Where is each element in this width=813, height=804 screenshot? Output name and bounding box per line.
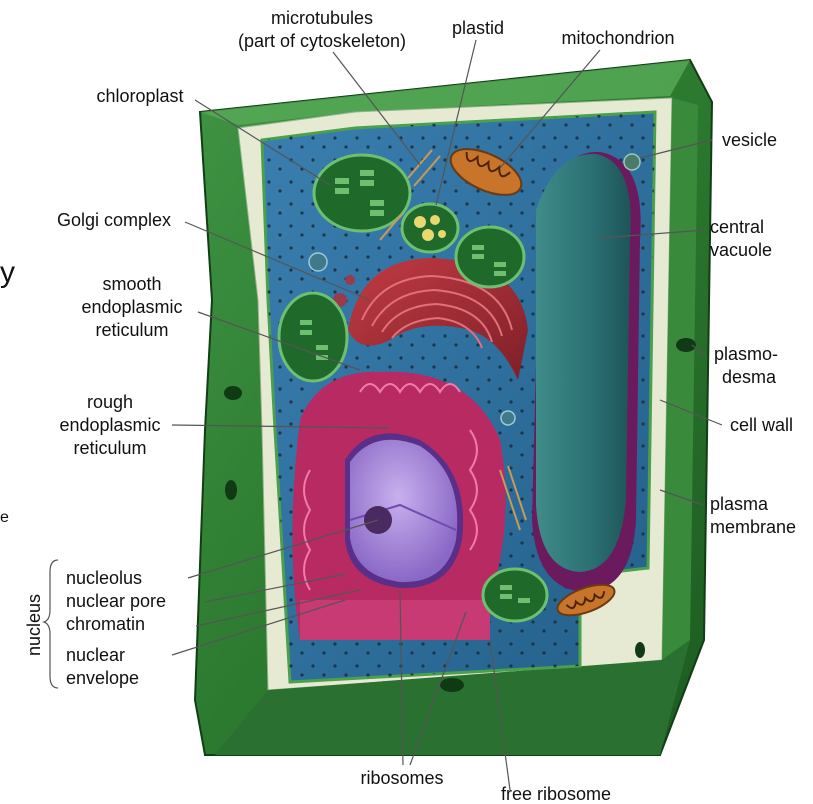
label-chloroplast: chloroplast bbox=[96, 86, 183, 106]
label-golgi-complex: Golgi complex bbox=[57, 210, 171, 230]
label-free-ribosome: free ribosome bbox=[501, 784, 611, 804]
label-mitochondrion: mitochondrion bbox=[561, 28, 674, 48]
label-plastid: plastid bbox=[452, 18, 504, 38]
label-nuclear-envelope-1: nuclear bbox=[66, 645, 125, 665]
label-rough-er-2: endoplasmic bbox=[59, 415, 160, 435]
label-vesicle: vesicle bbox=[722, 130, 777, 150]
label-smooth-er-1: smooth bbox=[102, 274, 161, 294]
label-nucleus: nucleus bbox=[24, 594, 44, 656]
label-central-vacuole-1: central bbox=[710, 217, 764, 237]
plastid-shape bbox=[402, 204, 458, 252]
label-ribosomes: ribosomes bbox=[360, 768, 443, 788]
label-microtubules: microtubules bbox=[271, 8, 373, 28]
edge-fragment-e: e bbox=[0, 509, 9, 526]
label-plasmodesma-2: desma bbox=[722, 367, 777, 387]
label-nuclear-pore: nuclear pore bbox=[66, 591, 166, 611]
label-central-vacuole-2: vacuole bbox=[710, 240, 772, 260]
central-vacuole-shape bbox=[532, 152, 641, 592]
label-cell-wall: cell wall bbox=[730, 415, 793, 435]
label-smooth-er-2: endoplasmic bbox=[81, 297, 182, 317]
label-rough-er-3: reticulum bbox=[73, 438, 146, 458]
label-microtubules-sub: (part of cytoskeleton) bbox=[238, 31, 406, 51]
label-plasma-membrane-1: plasma bbox=[710, 494, 769, 514]
label-smooth-er-3: reticulum bbox=[95, 320, 168, 340]
label-rough-er-1: rough bbox=[87, 392, 133, 412]
label-nuclear-envelope-2: envelope bbox=[66, 668, 139, 688]
label-chromatin: chromatin bbox=[66, 614, 145, 634]
edge-fragment-y: y bbox=[0, 256, 15, 289]
label-plasma-membrane-2: membrane bbox=[710, 517, 796, 537]
label-plasmodesma-1: plasmo- bbox=[714, 344, 778, 364]
label-nucleolus: nucleolus bbox=[66, 568, 142, 588]
